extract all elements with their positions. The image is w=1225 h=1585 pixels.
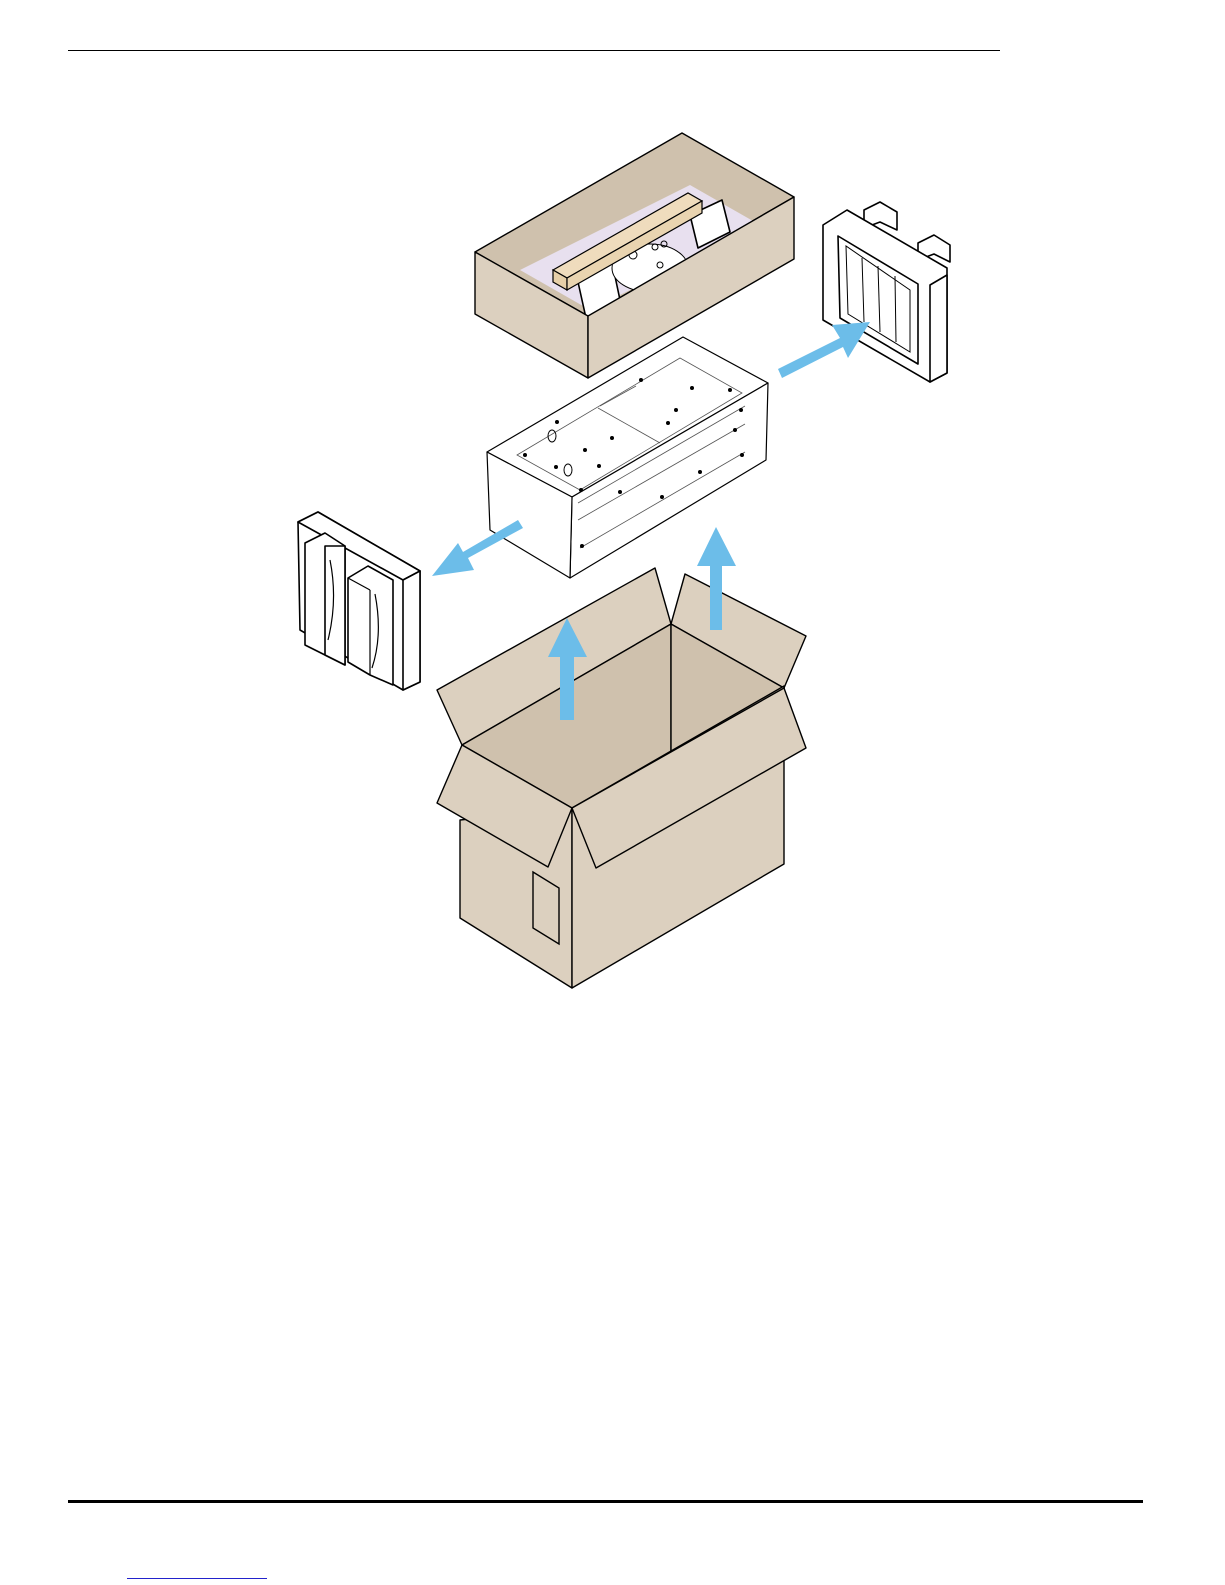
footer-rule (68, 1500, 1143, 1503)
footer-link-underline[interactable] (127, 1578, 267, 1579)
foam-end-cap-right (823, 202, 950, 382)
arrow-remove-right-end-cap (778, 322, 870, 378)
arrow-remove-left-end-cap (432, 520, 523, 576)
shipping-carton (437, 568, 806, 988)
foam-end-cap-left (298, 512, 420, 690)
wrapped-unit (487, 337, 768, 578)
accessory-tray-box (475, 133, 794, 378)
